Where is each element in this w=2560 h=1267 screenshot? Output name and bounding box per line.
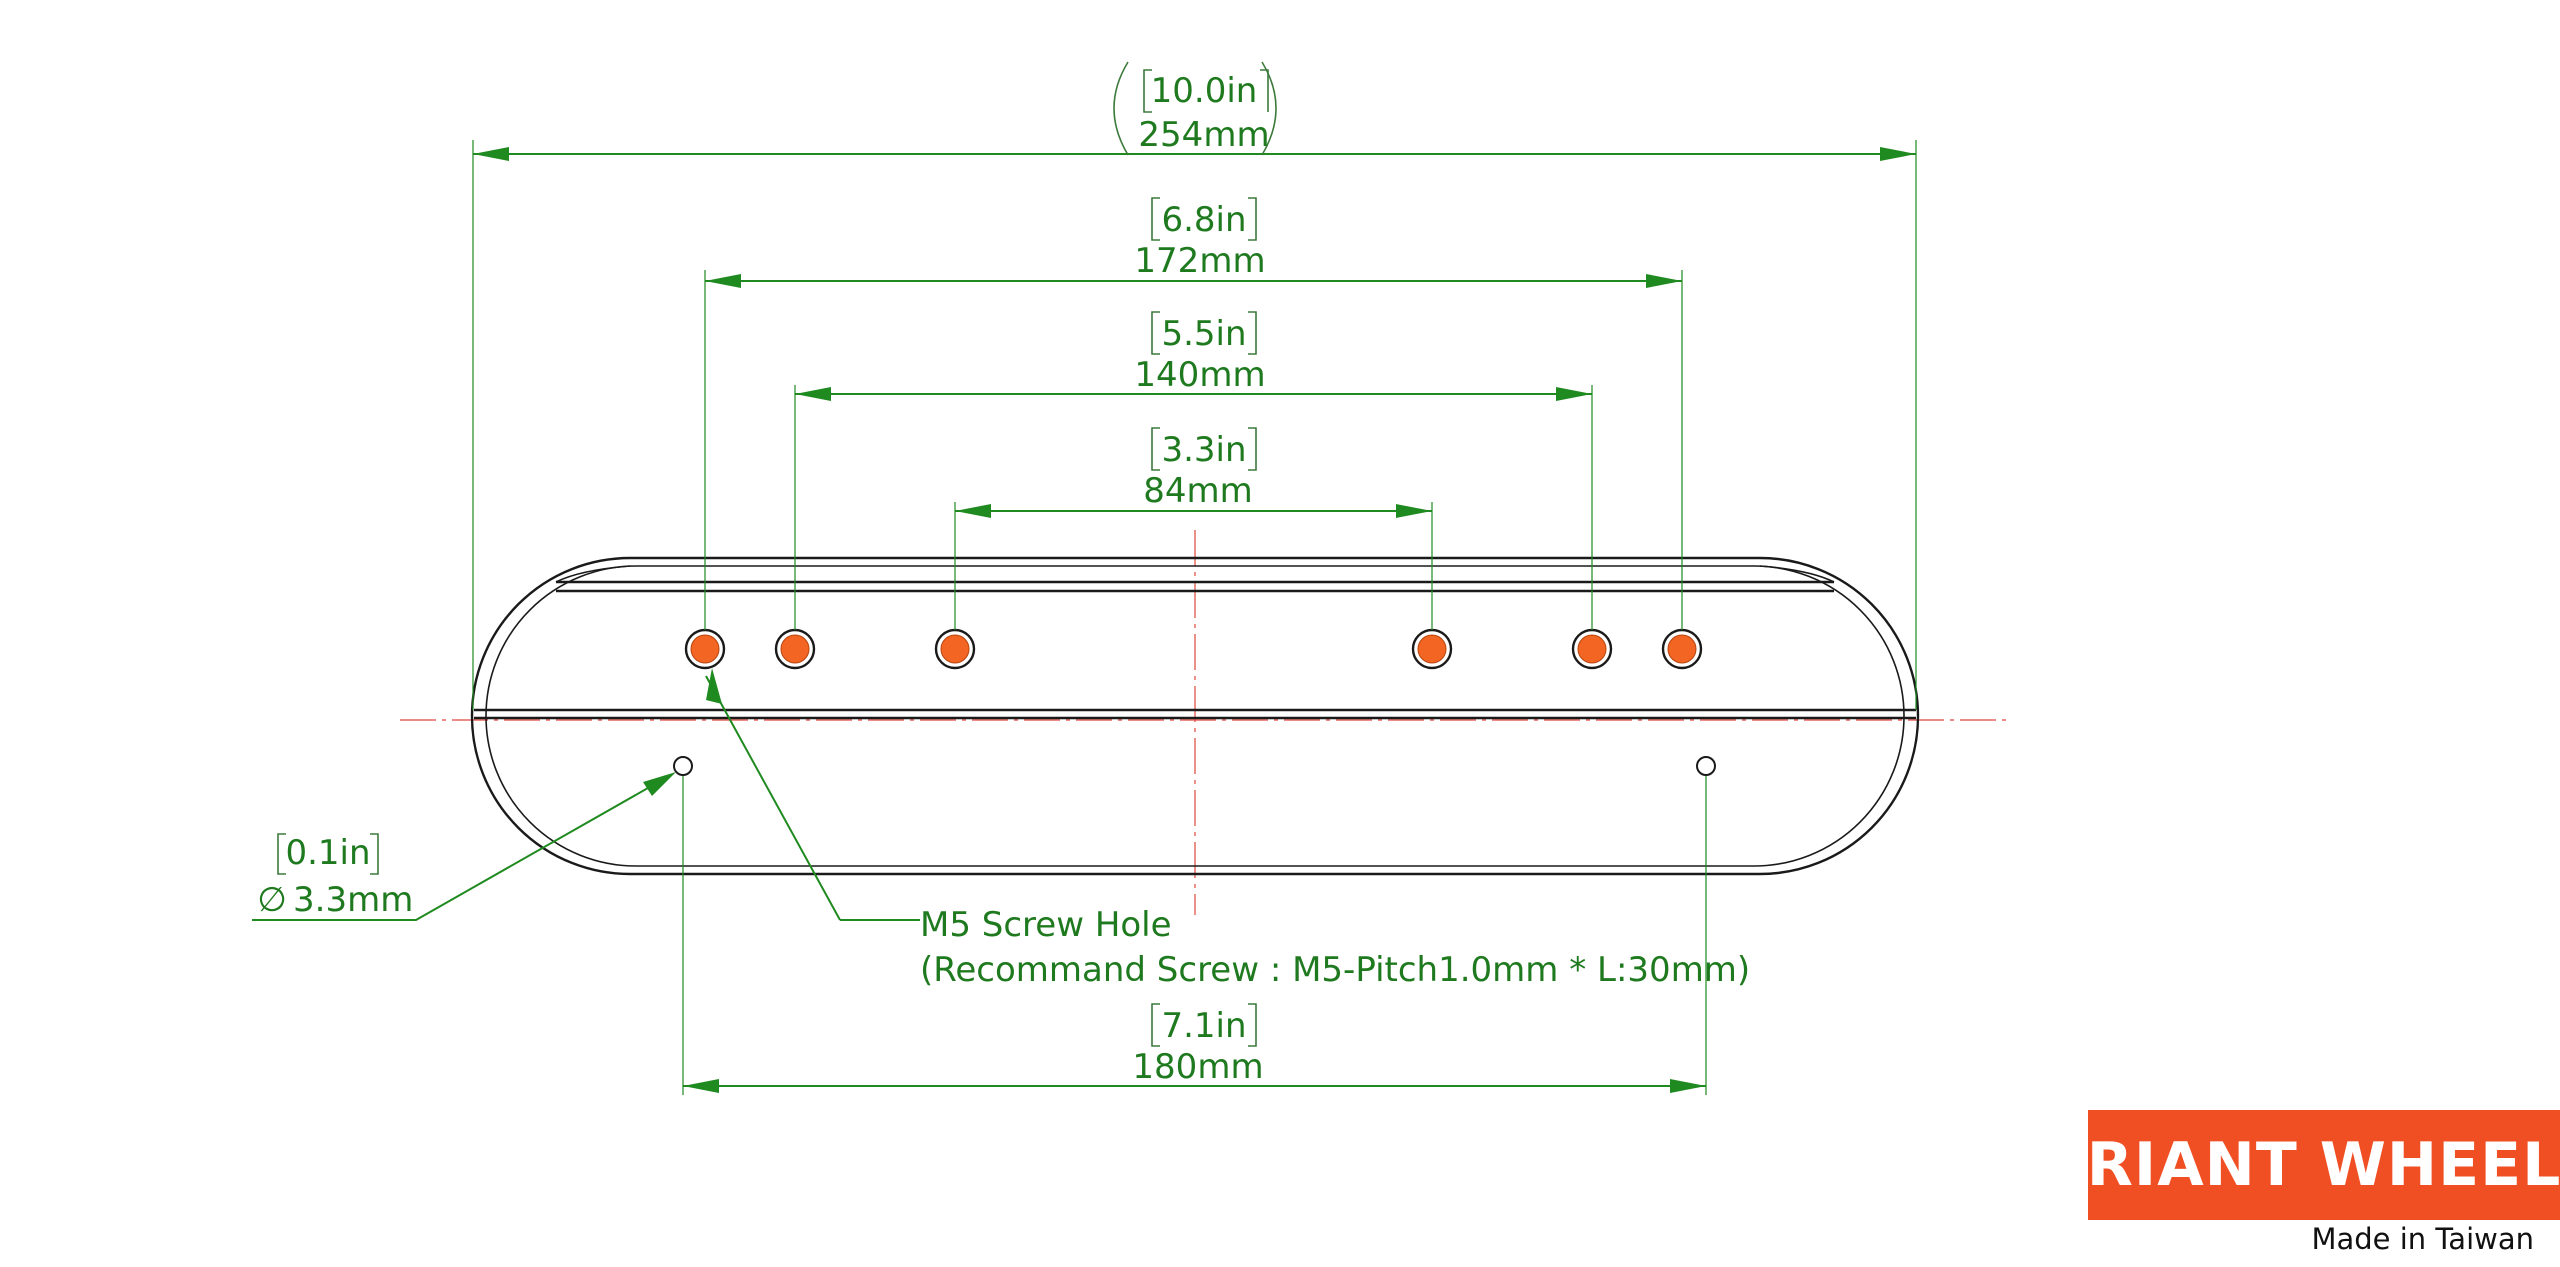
inner-holes-arrow-left	[955, 504, 991, 518]
outer-holes-inch-label: 6.8in	[1161, 200, 1246, 240]
dimension-lines	[473, 147, 1916, 1093]
middle-holes-arrow-right	[1556, 387, 1592, 401]
screw-hole-1	[690, 634, 720, 664]
extension-lines	[472, 140, 1917, 1095]
leader-arrow-diameter	[643, 772, 676, 796]
leader-arrow-screw	[706, 668, 722, 704]
screw-hole-4	[1417, 634, 1447, 664]
leader-lines	[252, 675, 920, 921]
outer-holes-arrow-right	[1646, 274, 1682, 288]
inner-holes-inch-label: 3.3in	[1161, 430, 1246, 470]
middle-holes-arrow-left	[795, 387, 831, 401]
small-holes-arrow-right	[1670, 1079, 1706, 1093]
small-holes-arrow-left	[683, 1079, 719, 1093]
screw-holes	[684, 628, 1703, 670]
screw-hole-3	[940, 634, 970, 664]
small-holes-mm-label: 180mm	[1132, 1047, 1263, 1087]
middle-holes-mm-label: 140mm	[1134, 355, 1265, 395]
outer-holes-mm-label: 172mm	[1134, 241, 1265, 281]
overall-mm-label: 254mm	[1138, 115, 1269, 155]
callout-title: M5 Screw Hole	[920, 905, 1172, 945]
screw-hole-2	[780, 634, 810, 664]
small-holes-inch-label: 7.1in	[1161, 1006, 1246, 1046]
diameter-mm-label: 3.3mm	[293, 880, 413, 920]
diameter-symbol: ∅	[257, 880, 287, 920]
small-hole-right	[1696, 756, 1716, 776]
middle-holes-inch-label: 5.5in	[1161, 314, 1246, 354]
callout-detail: (Recommand Screw : M5-Pitch1.0mm * L:30m…	[920, 950, 1750, 990]
overall-inch-label: 10.0in	[1151, 71, 1258, 111]
overall-arrow-right	[1880, 147, 1916, 161]
brand-name: RIANT WHEEL	[2086, 1130, 2560, 1200]
part-outline	[470, 556, 1920, 876]
inner-holes-arrow-right	[1396, 504, 1432, 518]
screw-hole-6	[1667, 634, 1697, 664]
brand-logo-box: RIANT WHEEL	[2086, 1110, 2560, 1220]
overall-paren-left	[1113, 61, 1129, 156]
overall-arrow-left	[473, 147, 509, 161]
diameter-inch-label: 0.1in	[285, 833, 370, 873]
inner-holes-mm-label: 84mm	[1143, 471, 1253, 511]
origin-label: Made in Taiwan	[2311, 1222, 2534, 1256]
small-hole-left	[673, 756, 693, 776]
outer-holes-arrow-left	[705, 274, 741, 288]
screw-hole-5	[1577, 634, 1607, 664]
